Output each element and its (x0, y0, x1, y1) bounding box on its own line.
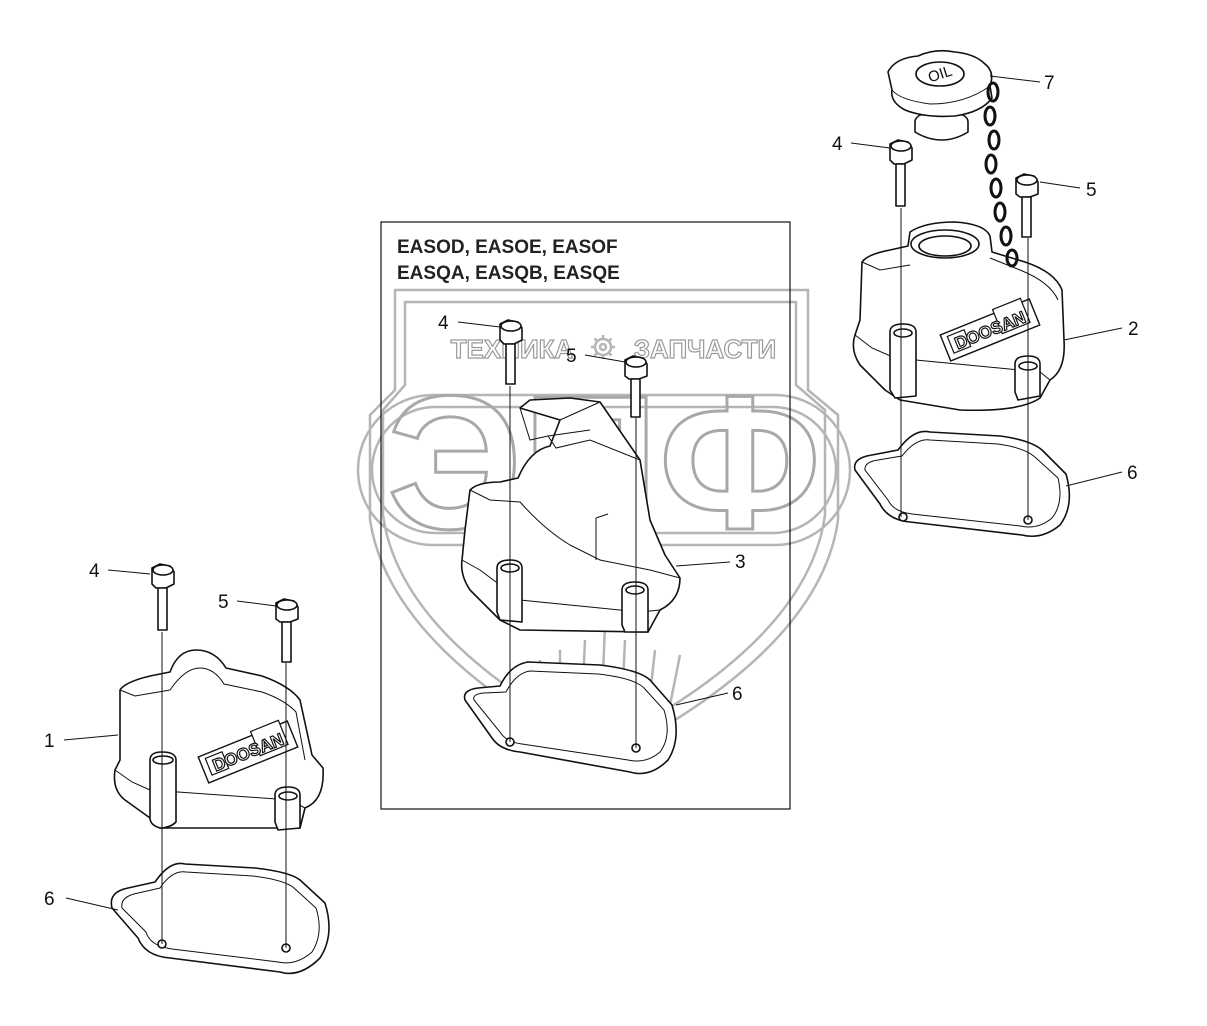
variant-box (380, 221, 791, 810)
oil-cap: OIL (887, 49, 993, 141)
callout-box-bolt-long: 4 (438, 313, 449, 334)
oil-cap-chain (983, 81, 1019, 268)
box-bolt-long (499, 319, 523, 385)
callout-left-cover: 1 (44, 731, 55, 752)
callout-left-bolt-long: 4 (89, 561, 100, 582)
leader-lines (63, 75, 1123, 911)
callout-left-bolt-short: 5 (218, 592, 229, 613)
right-bolt-long (889, 139, 913, 207)
box-assembly (460, 319, 681, 775)
box-gasket (463, 661, 677, 775)
variant-box-title-line2: EASQA, EASQB, EASQE (397, 263, 620, 284)
box-bolt-short (624, 355, 648, 418)
callout-left-gasket: 6 (44, 889, 55, 910)
callout-right-bolt-long: 4 (832, 134, 843, 155)
watermark-text-right: ЗАПЧАСТИ (634, 334, 777, 364)
left-bolt-long (151, 563, 175, 631)
gear-icon (591, 335, 615, 359)
right-gasket (853, 430, 1071, 538)
right-assembly: DOOSAN OIL (852, 49, 1071, 538)
left-bolt-short (275, 598, 299, 663)
left-gasket (110, 862, 330, 975)
right-bolt-short (1015, 173, 1039, 238)
callout-right-gasket: 6 (1127, 463, 1138, 484)
callout-box-cover: 3 (735, 552, 746, 573)
callout-right-bolt-short: 5 (1086, 180, 1097, 201)
oil-cap-label: OIL (926, 63, 954, 87)
left-assembly: DOOSAN (110, 563, 330, 975)
callout-box-bolt-short: 5 (566, 346, 577, 367)
callout-right-cap: 7 (1044, 73, 1055, 94)
callout-box-gasket: 6 (732, 684, 743, 705)
variant-box-title-line1: EASOD, EASOE, EASOF (397, 237, 618, 258)
callout-right-cover: 2 (1128, 319, 1139, 340)
